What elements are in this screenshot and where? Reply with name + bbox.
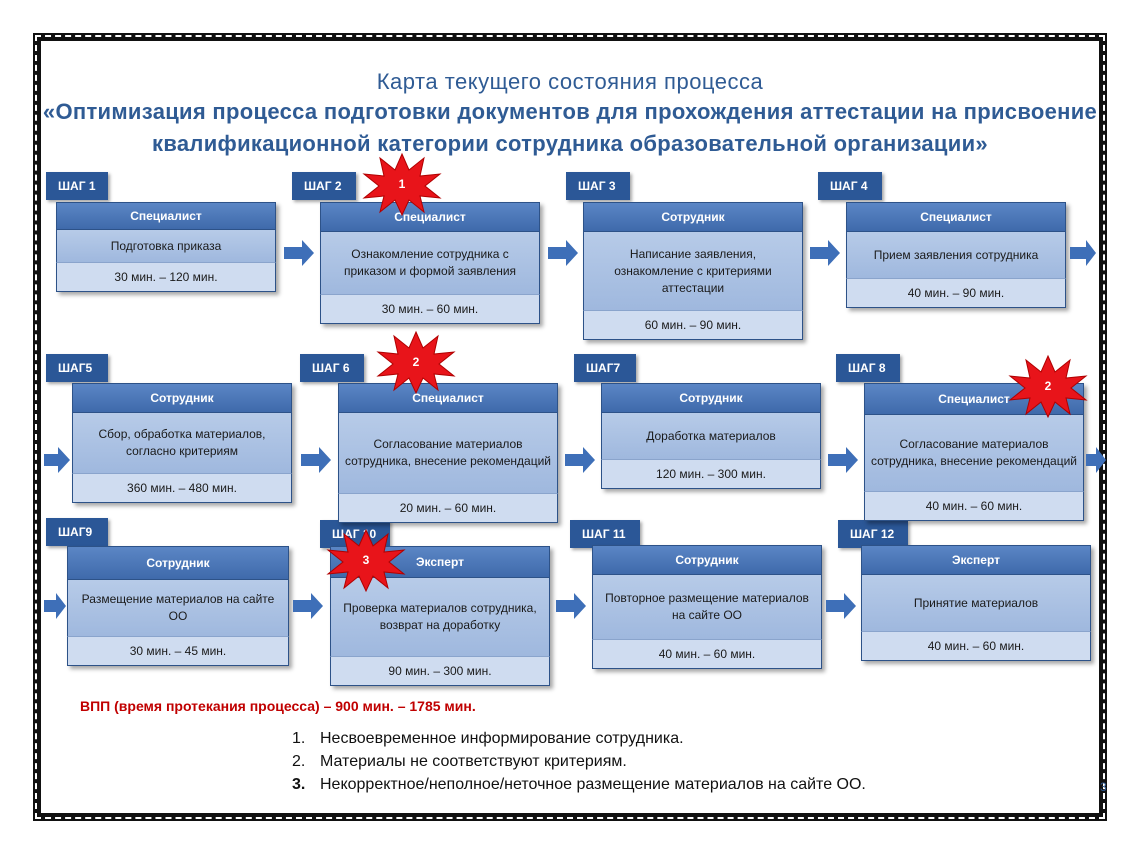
step-time: 40 мин. – 60 мин. — [864, 491, 1084, 521]
step-role: Сотрудник — [592, 545, 822, 575]
flow-arrow-icon — [284, 240, 314, 266]
step-role: Сотрудник — [583, 202, 803, 232]
step-role: Сотрудник — [67, 546, 289, 580]
step-task: Прием заявления сотрудника — [846, 232, 1066, 278]
flow-arrow-icon — [828, 447, 858, 473]
step-task: Размещение материалов на сайте ОО — [67, 580, 289, 636]
step-role: Специалист — [56, 202, 276, 230]
step-role: Специалист — [846, 202, 1066, 232]
step-tab-5: ШАГ5 — [46, 354, 108, 382]
step-time: 30 мин. – 120 мин. — [56, 262, 276, 292]
step-tab-6: ШАГ 6 — [300, 354, 364, 382]
step-tab-9: ШАГ9 — [46, 518, 108, 546]
list-number: 3. — [292, 776, 306, 793]
step-task: Согласование материалов сотрудника, внес… — [338, 413, 558, 493]
step-task: Проверка материалов сотрудника, возврат … — [330, 578, 550, 656]
flow-arrow-icon — [826, 593, 856, 619]
step-box-1: Специалист Подготовка приказа 30 мин. – … — [56, 202, 276, 292]
step-time: 40 мин. – 60 мин. — [861, 631, 1091, 661]
list-item: 3. Некорректное/неполное/неточное размеще… — [292, 773, 866, 796]
flow-arrow-icon — [565, 447, 595, 473]
step-task: Ознакомление сотрудника с приказом и фор… — [320, 232, 540, 294]
page-number: 3 — [1100, 780, 1107, 794]
step-tab-7: ШАГ7 — [574, 354, 636, 382]
burst-label: 2 — [413, 355, 420, 369]
step-time: 60 мин. – 90 мин. — [583, 310, 803, 340]
step-time: 90 мин. – 300 мин. — [330, 656, 550, 686]
problem-list: 1. Несвоевременное информирование сотрудн… — [292, 727, 866, 796]
process-time-total: ВПП (время протекания процесса) – 900 ми… — [80, 698, 476, 714]
step-task: Написание заявления, ознакомление с крит… — [583, 232, 803, 310]
problem-burst-icon: 1 — [362, 152, 442, 216]
step-box-9: Сотрудник Размещение материалов на сайте… — [67, 546, 289, 666]
step-box-12: Эксперт Принятие материалов 40 мин. – 60… — [861, 545, 1091, 661]
page-title: Карта текущего состояния процесса «Оптим… — [40, 68, 1100, 160]
step-role: Эксперт — [861, 545, 1091, 575]
step-tab-1: ШАГ 1 — [46, 172, 108, 200]
problem-burst-icon: 2 — [1008, 354, 1088, 418]
step-box-11: Сотрудник Повторное размещение материало… — [592, 545, 822, 669]
step-box-6: Специалист Согласование материалов сотру… — [338, 383, 558, 523]
flow-arrow-icon — [44, 447, 70, 473]
step-box-8: Специалист Согласование материалов сотру… — [864, 383, 1084, 521]
burst-label: 1 — [399, 177, 406, 191]
flow-arrow-icon — [548, 240, 578, 266]
list-text: Некорректное/неполное/неточное размещени… — [320, 776, 866, 793]
step-time: 40 мин. – 90 мин. — [846, 278, 1066, 308]
step-tab-11: ШАГ 11 — [570, 520, 640, 548]
step-task: Согласование материалов сотрудника, внес… — [864, 415, 1084, 491]
step-task: Принятие материалов — [861, 575, 1091, 631]
list-item: 1. Несвоевременное информирование сотрудн… — [292, 727, 866, 750]
step-task: Повторное размещение материалов на сайте… — [592, 575, 822, 639]
flow-arrow-icon — [556, 593, 586, 619]
flow-arrow-icon — [301, 447, 331, 473]
list-number: 2. — [292, 753, 306, 770]
burst-label: 2 — [1045, 379, 1052, 393]
problem-burst-icon: 3 — [326, 528, 406, 592]
burst-label: 3 — [363, 553, 370, 567]
problem-burst-icon: 2 — [376, 330, 456, 394]
step-tab-3: ШАГ 3 — [566, 172, 630, 200]
list-item: 2. Материалы не соответствуют критериям. — [292, 750, 866, 773]
step-box-10: Эксперт Проверка материалов сотрудника, … — [330, 546, 550, 686]
list-number: 1. — [292, 730, 306, 747]
step-tab-4: ШАГ 4 — [818, 172, 882, 200]
step-tab-12: ШАГ 12 — [838, 520, 908, 548]
step-time: 360 мин. – 480 мин. — [72, 473, 292, 503]
flow-arrow-icon — [44, 593, 66, 619]
step-box-4: Специалист Прием заявления сотрудника 40… — [846, 202, 1066, 308]
flow-arrow-icon — [810, 240, 840, 266]
step-task: Подготовка приказа — [56, 230, 276, 262]
title-line-1: Карта текущего состояния процесса — [376, 69, 764, 94]
step-time: 20 мин. – 60 мин. — [338, 493, 558, 523]
step-tab-2: ШАГ 2 — [292, 172, 356, 200]
step-time: 120 мин. – 300 мин. — [601, 459, 821, 489]
step-role: Специалист — [320, 202, 540, 232]
flow-arrow-icon — [1070, 240, 1096, 266]
step-time: 30 мин. – 60 мин. — [320, 294, 540, 324]
step-role: Специалист — [338, 383, 558, 413]
list-text: Материалы не соответствуют критериям. — [320, 753, 627, 770]
step-box-3: Сотрудник Написание заявления, ознакомле… — [583, 202, 803, 340]
list-text: Несвоевременное информирование сотрудник… — [320, 730, 684, 747]
step-role: Сотрудник — [601, 383, 821, 413]
step-time: 40 мин. – 60 мин. — [592, 639, 822, 669]
step-task: Сбор, обработка материалов, согласно кри… — [72, 413, 292, 473]
title-line-2: «Оптимизация процесса подготовки докумен… — [42, 99, 1098, 124]
step-box-2: Специалист Ознакомление сотрудника с при… — [320, 202, 540, 324]
step-box-7: Сотрудник Доработка материалов 120 мин. … — [601, 383, 821, 489]
step-tab-8: ШАГ 8 — [836, 354, 900, 382]
flow-arrow-icon — [1086, 447, 1106, 473]
step-box-5: Сотрудник Сбор, обработка материалов, со… — [72, 383, 292, 503]
title-line-3: квалификационной категории сотрудника об… — [152, 131, 988, 156]
flow-arrow-icon — [293, 593, 323, 619]
step-task: Доработка материалов — [601, 413, 821, 459]
step-role: Сотрудник — [72, 383, 292, 413]
step-time: 30 мин. – 45 мин. — [67, 636, 289, 666]
